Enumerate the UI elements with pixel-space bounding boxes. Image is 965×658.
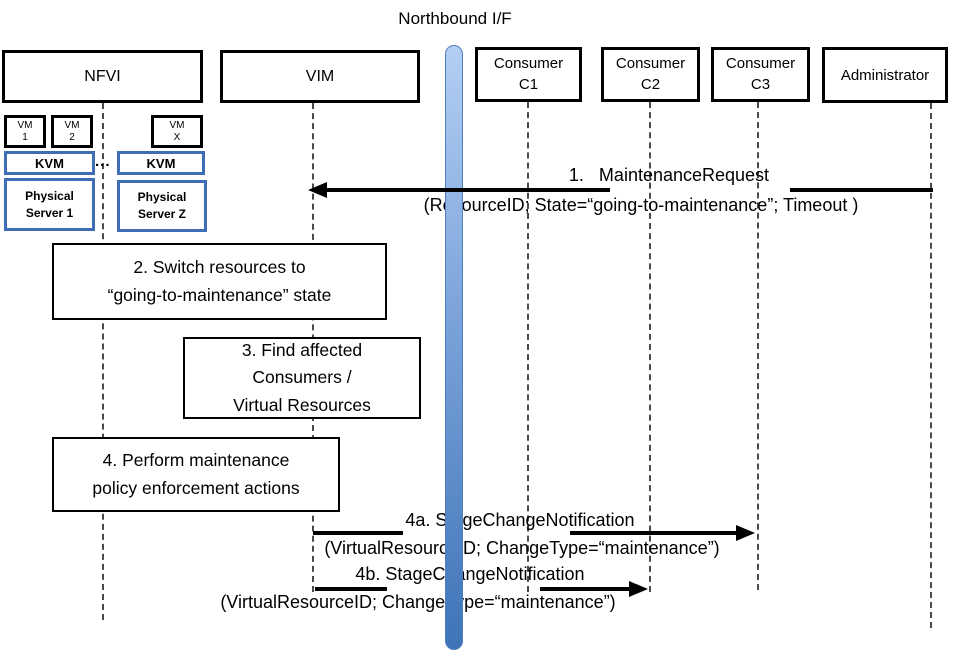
message1-arrowhead-icon <box>308 182 327 198</box>
vm2-number: 2 <box>69 131 75 143</box>
ellipsis-dots: ... <box>95 153 111 170</box>
step2-line2: “going-to-maintenance” state <box>107 284 332 305</box>
northbound-interface-bar <box>445 45 463 650</box>
physical-server-1-line2: Server 1 <box>25 205 74 220</box>
activity-box-step3: 3. Find affected Consumers / Virtual Res… <box>183 337 421 419</box>
physical-server-z-line1: Physical <box>137 190 187 205</box>
step3-line1: 3. Find affected <box>241 340 363 361</box>
actor-label-vim: VIM <box>305 67 335 85</box>
actor-label-consumer: Consumer <box>615 55 686 73</box>
vm1-box: VM 1 <box>4 115 46 148</box>
actor-label-c1: C1 <box>518 75 539 93</box>
actor-label-administrator: Administrator <box>840 66 930 84</box>
message1-line-left-segment <box>313 188 610 192</box>
vmx-label: VM <box>169 119 185 131</box>
kvm-right-label: KVM <box>146 155 176 171</box>
physical-server-1-box: Physical Server 1 <box>4 178 95 231</box>
kvm-left-label: KVM <box>35 155 64 171</box>
message4b-line-right-segment <box>540 587 630 591</box>
message4a-params: (VirtualResourceID; ChangeType=“maintena… <box>324 538 720 558</box>
message1-line-right-segment <box>790 188 933 192</box>
actor-label-consumer: Consumer <box>725 55 796 73</box>
step3-line2: Consumers / <box>252 367 352 388</box>
vm2-box: VM 2 <box>51 115 93 148</box>
actor-box-vim: VIM <box>220 50 420 103</box>
vm1-label: VM <box>17 119 33 131</box>
message4a-arrowhead-icon <box>736 525 755 541</box>
step4-line2: policy enforcement actions <box>92 477 300 498</box>
actor-box-consumer-c2: Consumer C2 <box>601 47 700 102</box>
actor-box-consumer-c1: Consumer C1 <box>475 47 582 102</box>
lifeline-consumer-c3 <box>757 102 759 590</box>
message1-params: (ResourceID; State=“going-to-maintenance… <box>423 195 859 215</box>
actor-box-consumer-c3: Consumer C3 <box>711 47 810 102</box>
vmx-number: X <box>173 131 181 143</box>
message4a-line-left-segment <box>313 531 403 535</box>
physical-server-1-line1: Physical <box>25 188 74 203</box>
lifeline-consumer-c2 <box>649 102 651 592</box>
step2-line1: 2. Switch resources to <box>133 257 306 278</box>
physical-server-z-line2: Server Z <box>137 207 187 221</box>
vmx-box: VM X <box>151 115 203 148</box>
step4-line1: 4. Perform maintenance <box>102 450 290 471</box>
vm1-number: 1 <box>22 131 28 143</box>
actor-label-consumer: Consumer <box>493 55 564 73</box>
actor-box-nfvi: NFVI <box>2 50 203 103</box>
actor-label-nfvi: NFVI <box>84 67 121 85</box>
message1-title: 1. MaintenanceRequest <box>568 165 770 185</box>
message4a-title: 4a. StageChangeNotification <box>405 510 635 530</box>
step3-line3: Virtual Resources <box>233 394 371 415</box>
actor-label-c2: C2 <box>640 75 661 93</box>
activity-box-step4: 4. Perform maintenance policy enforcemen… <box>52 437 340 512</box>
message4a-line-right-segment <box>570 531 737 535</box>
message4b-title: 4b. StageChangeNotification <box>355 564 585 584</box>
message4b-line-left-segment <box>315 587 387 591</box>
physical-server-z-box: Physical Server Z <box>117 180 207 232</box>
diagram-title: Northbound I/F <box>398 9 512 28</box>
message4b-params: (VirtualResourceID; ChangeType=“maintena… <box>220 592 616 612</box>
lifeline-consumer-c1 <box>527 102 529 592</box>
activity-box-step2: 2. Switch resources to “going-to-mainten… <box>52 243 387 320</box>
message4b-arrowhead-icon <box>629 581 648 597</box>
actor-box-administrator: Administrator <box>822 47 948 103</box>
actor-label-c3: C3 <box>750 75 771 93</box>
vm2-label: VM <box>64 119 80 131</box>
kvm-left-box: KVM <box>4 151 95 175</box>
lifeline-nfvi <box>102 103 104 620</box>
kvm-right-box: KVM <box>117 151 205 175</box>
lifeline-administrator <box>930 103 932 628</box>
